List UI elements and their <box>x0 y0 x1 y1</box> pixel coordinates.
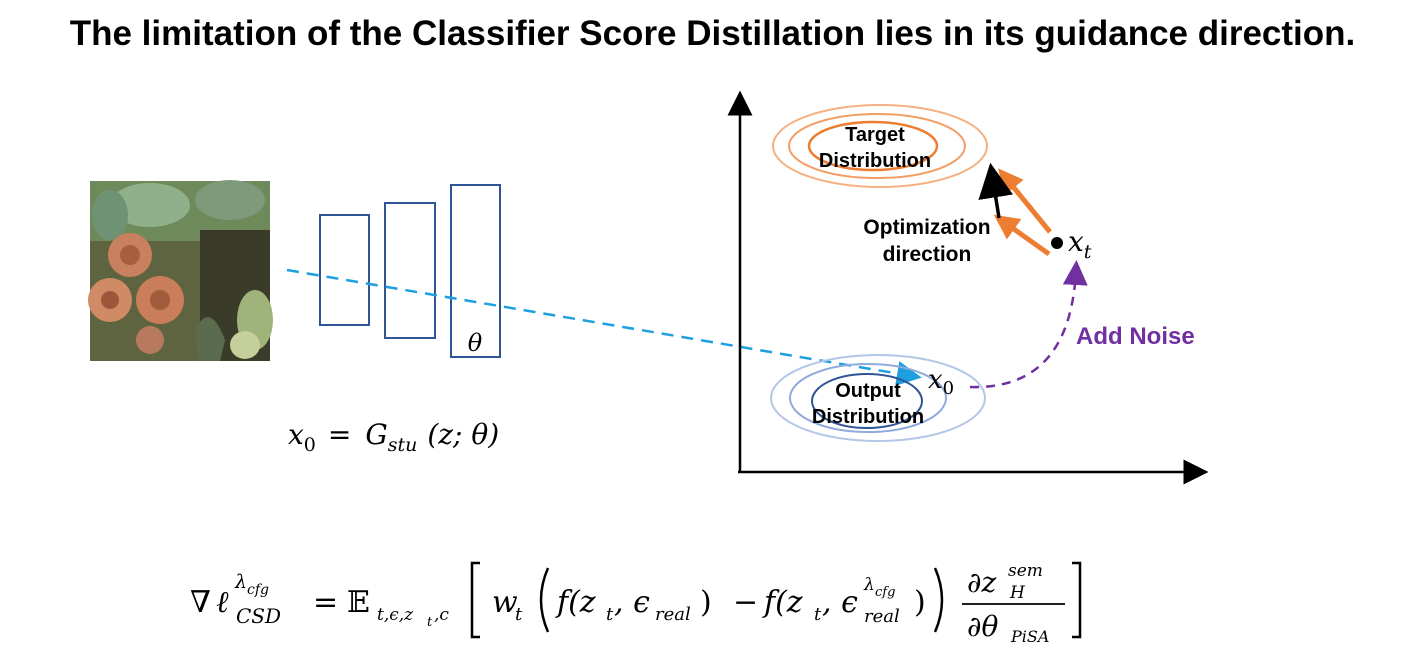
svg-text:): ) <box>914 585 926 620</box>
x0-label: x0 <box>928 365 954 399</box>
svg-text:t: t <box>427 615 433 630</box>
svg-text:t,ϵ,z: t,ϵ,z <box>377 605 414 625</box>
orange-gradient-arrow-2 <box>993 214 1051 257</box>
generator-equation: x0=Gstu(z; θ) <box>288 418 499 456</box>
add-noise-label: Add Noise <box>1076 323 1195 350</box>
orange-gradient-arrow-1 <box>998 168 1052 234</box>
svg-text:real: real <box>655 604 691 625</box>
svg-text:, ϵ: , ϵ <box>822 585 858 620</box>
svg-text:cfg: cfg <box>247 582 269 598</box>
svg-text:cfg: cfg <box>875 585 895 600</box>
optimization-direction-arrow <box>978 162 1014 219</box>
svg-text:w: w <box>492 585 518 620</box>
svg-text:ℓ: ℓ <box>216 585 229 620</box>
svg-text:−: − <box>733 585 758 620</box>
csd-gradient-formula: ∇ ℓ λ cfg CSD = 𝔼 t,ϵ,z t ,c w t f(z t ,… <box>190 561 1082 646</box>
svg-text:f(z: f(z <box>555 585 596 620</box>
input-image <box>88 180 273 361</box>
generation-path-arrow <box>286 268 922 386</box>
output-label-line2: Distribution <box>812 406 924 428</box>
svg-text:∂z: ∂z <box>967 566 996 599</box>
svg-text:real: real <box>864 606 900 627</box>
svg-text:λ: λ <box>234 571 247 593</box>
theta-label: θ <box>468 329 483 357</box>
add-noise-arrow <box>969 260 1088 389</box>
output-label-line1: Output <box>835 380 901 402</box>
svg-text:H: H <box>1009 583 1026 603</box>
page-title: The limitation of the Classifier Score D… <box>69 14 1356 53</box>
svg-text:𝔼: 𝔼 <box>347 585 370 620</box>
svg-text:, ϵ: , ϵ <box>614 585 650 620</box>
xt-point <box>1051 237 1063 249</box>
svg-text:CSD: CSD <box>236 604 281 628</box>
target-label-line2: Distribution <box>819 150 931 172</box>
network-layer-2 <box>384 202 436 339</box>
svg-text:): ) <box>700 585 712 620</box>
svg-text:,c: ,c <box>434 605 449 625</box>
svg-text:=: = <box>313 585 338 620</box>
svg-text:∇: ∇ <box>190 585 211 620</box>
svg-text:λ: λ <box>863 575 875 595</box>
svg-text:t: t <box>515 604 523 625</box>
target-distribution <box>772 104 988 188</box>
opt-label-line2: direction <box>883 243 972 266</box>
output-distribution <box>770 354 986 442</box>
opt-label-line1: Optimization <box>863 216 990 239</box>
network-layer-1 <box>319 214 370 326</box>
svg-text:t: t <box>814 604 822 625</box>
svg-text:t: t <box>606 604 614 625</box>
xt-label: xt <box>1068 225 1092 263</box>
svg-text:f(z: f(z <box>762 585 803 620</box>
svg-text:∂θ: ∂θ <box>967 610 998 643</box>
svg-text:sem: sem <box>1008 561 1043 581</box>
target-label-line1: Target <box>845 124 905 146</box>
svg-text:PiSA: PiSA <box>1010 627 1049 646</box>
network-layer-3 <box>450 184 501 358</box>
